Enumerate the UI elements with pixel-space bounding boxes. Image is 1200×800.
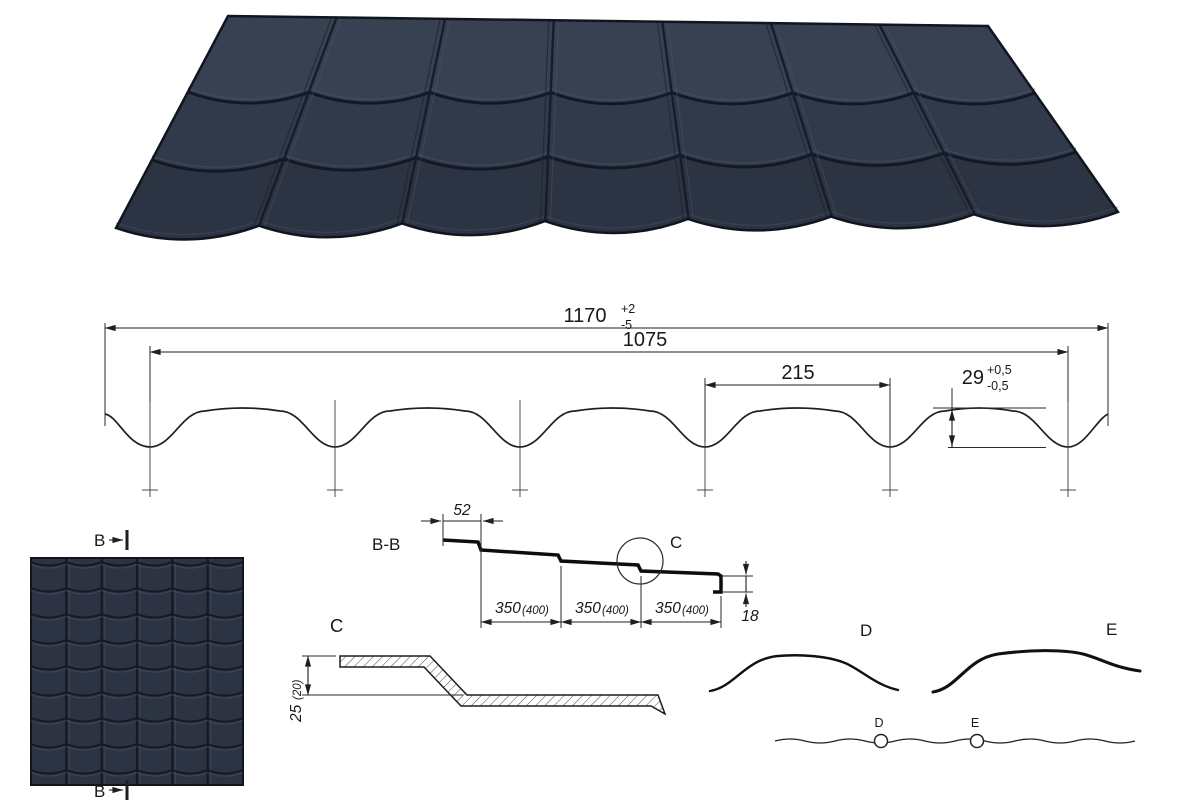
dim-edge-value: 18 <box>741 608 759 625</box>
detail-c-callout <box>616 537 664 585</box>
section-strip <box>442 538 723 594</box>
sheet-row-middle <box>152 92 1076 172</box>
section-mark-top-label: B <box>94 531 105 550</box>
dim-overall-tol-up: +2 <box>621 302 635 316</box>
section-bb: B-B 52 C 350 (400) 350 (400) 350 <box>372 502 759 628</box>
dim-module1-value: 350 <box>495 600 521 617</box>
detail-c: C 25 (20) <box>288 615 667 723</box>
location-marker-d-label: D <box>874 716 883 730</box>
location-marker-e-label: E <box>971 716 979 730</box>
dim-modules: 350 (400) 350 (400) 350 (400) <box>480 566 722 628</box>
dim-module3-value: 350 <box>655 600 681 617</box>
location-marker-d <box>873 733 889 749</box>
profile-location-strip: D E <box>774 716 1136 749</box>
dim-overlap-52: 52 <box>421 502 503 628</box>
dim-height-tol-up: +0,5 <box>987 363 1012 377</box>
section-mark-bottom: B <box>94 780 129 800</box>
centerlines <box>142 400 1076 497</box>
dim-module1-alt: (400) <box>522 605 549 617</box>
dim-overlap-value: 52 <box>453 502 471 519</box>
dim-cover-value: 1075 <box>623 329 668 351</box>
detail-c-title: C <box>330 615 343 636</box>
sheet-row-top <box>188 16 1035 104</box>
dim-overall-value: 1170 <box>563 305 606 327</box>
dim-height-value: 29 <box>962 367 984 389</box>
dim-height: 29 +0,5 -0,5 <box>933 363 1046 448</box>
section-mark-top: B <box>94 530 129 550</box>
section-mark-bottom-label: B <box>94 782 105 800</box>
dim-step-alt: (20) <box>292 679 304 700</box>
dim-overall-tol-dn: -5 <box>621 318 632 332</box>
dim-module2-alt: (400) <box>602 605 629 617</box>
isometric-roof-sheet <box>114 14 1120 241</box>
dim-step-value: 25 <box>288 704 305 723</box>
plan-view: B B <box>30 530 244 800</box>
detail-c-ref-label: C <box>670 533 682 552</box>
detail-e-curve <box>931 649 1142 694</box>
details-de: D E D E <box>708 620 1142 749</box>
dim-module: 215 <box>704 362 891 442</box>
detail-c-step-shape <box>339 655 667 716</box>
dim-module2-value: 350 <box>575 600 601 617</box>
dim-cover: 1075 <box>149 329 1069 402</box>
detail-d-title: D <box>860 621 872 640</box>
dim-module-value: 215 <box>781 362 814 384</box>
profile-dimension-drawing: 1170 +2 -5 1075 215 29 +0,5 <box>104 302 1109 497</box>
section-title: B-B <box>372 535 400 554</box>
sheet-outline <box>114 14 1120 241</box>
location-wave-line <box>774 738 1136 744</box>
dim-edge-18: 18 <box>723 561 759 625</box>
profile-curve <box>104 407 1109 448</box>
detail-d-curve <box>708 654 900 693</box>
dim-step-25: 25 (20) <box>288 655 463 723</box>
location-marker-e <box>969 733 985 749</box>
dim-height-tol-dn: -0,5 <box>987 379 1009 393</box>
detail-e-title: E <box>1106 620 1117 639</box>
dim-module3-alt: (400) <box>682 605 709 617</box>
dim-overall: 1170 +2 -5 <box>104 302 1109 426</box>
